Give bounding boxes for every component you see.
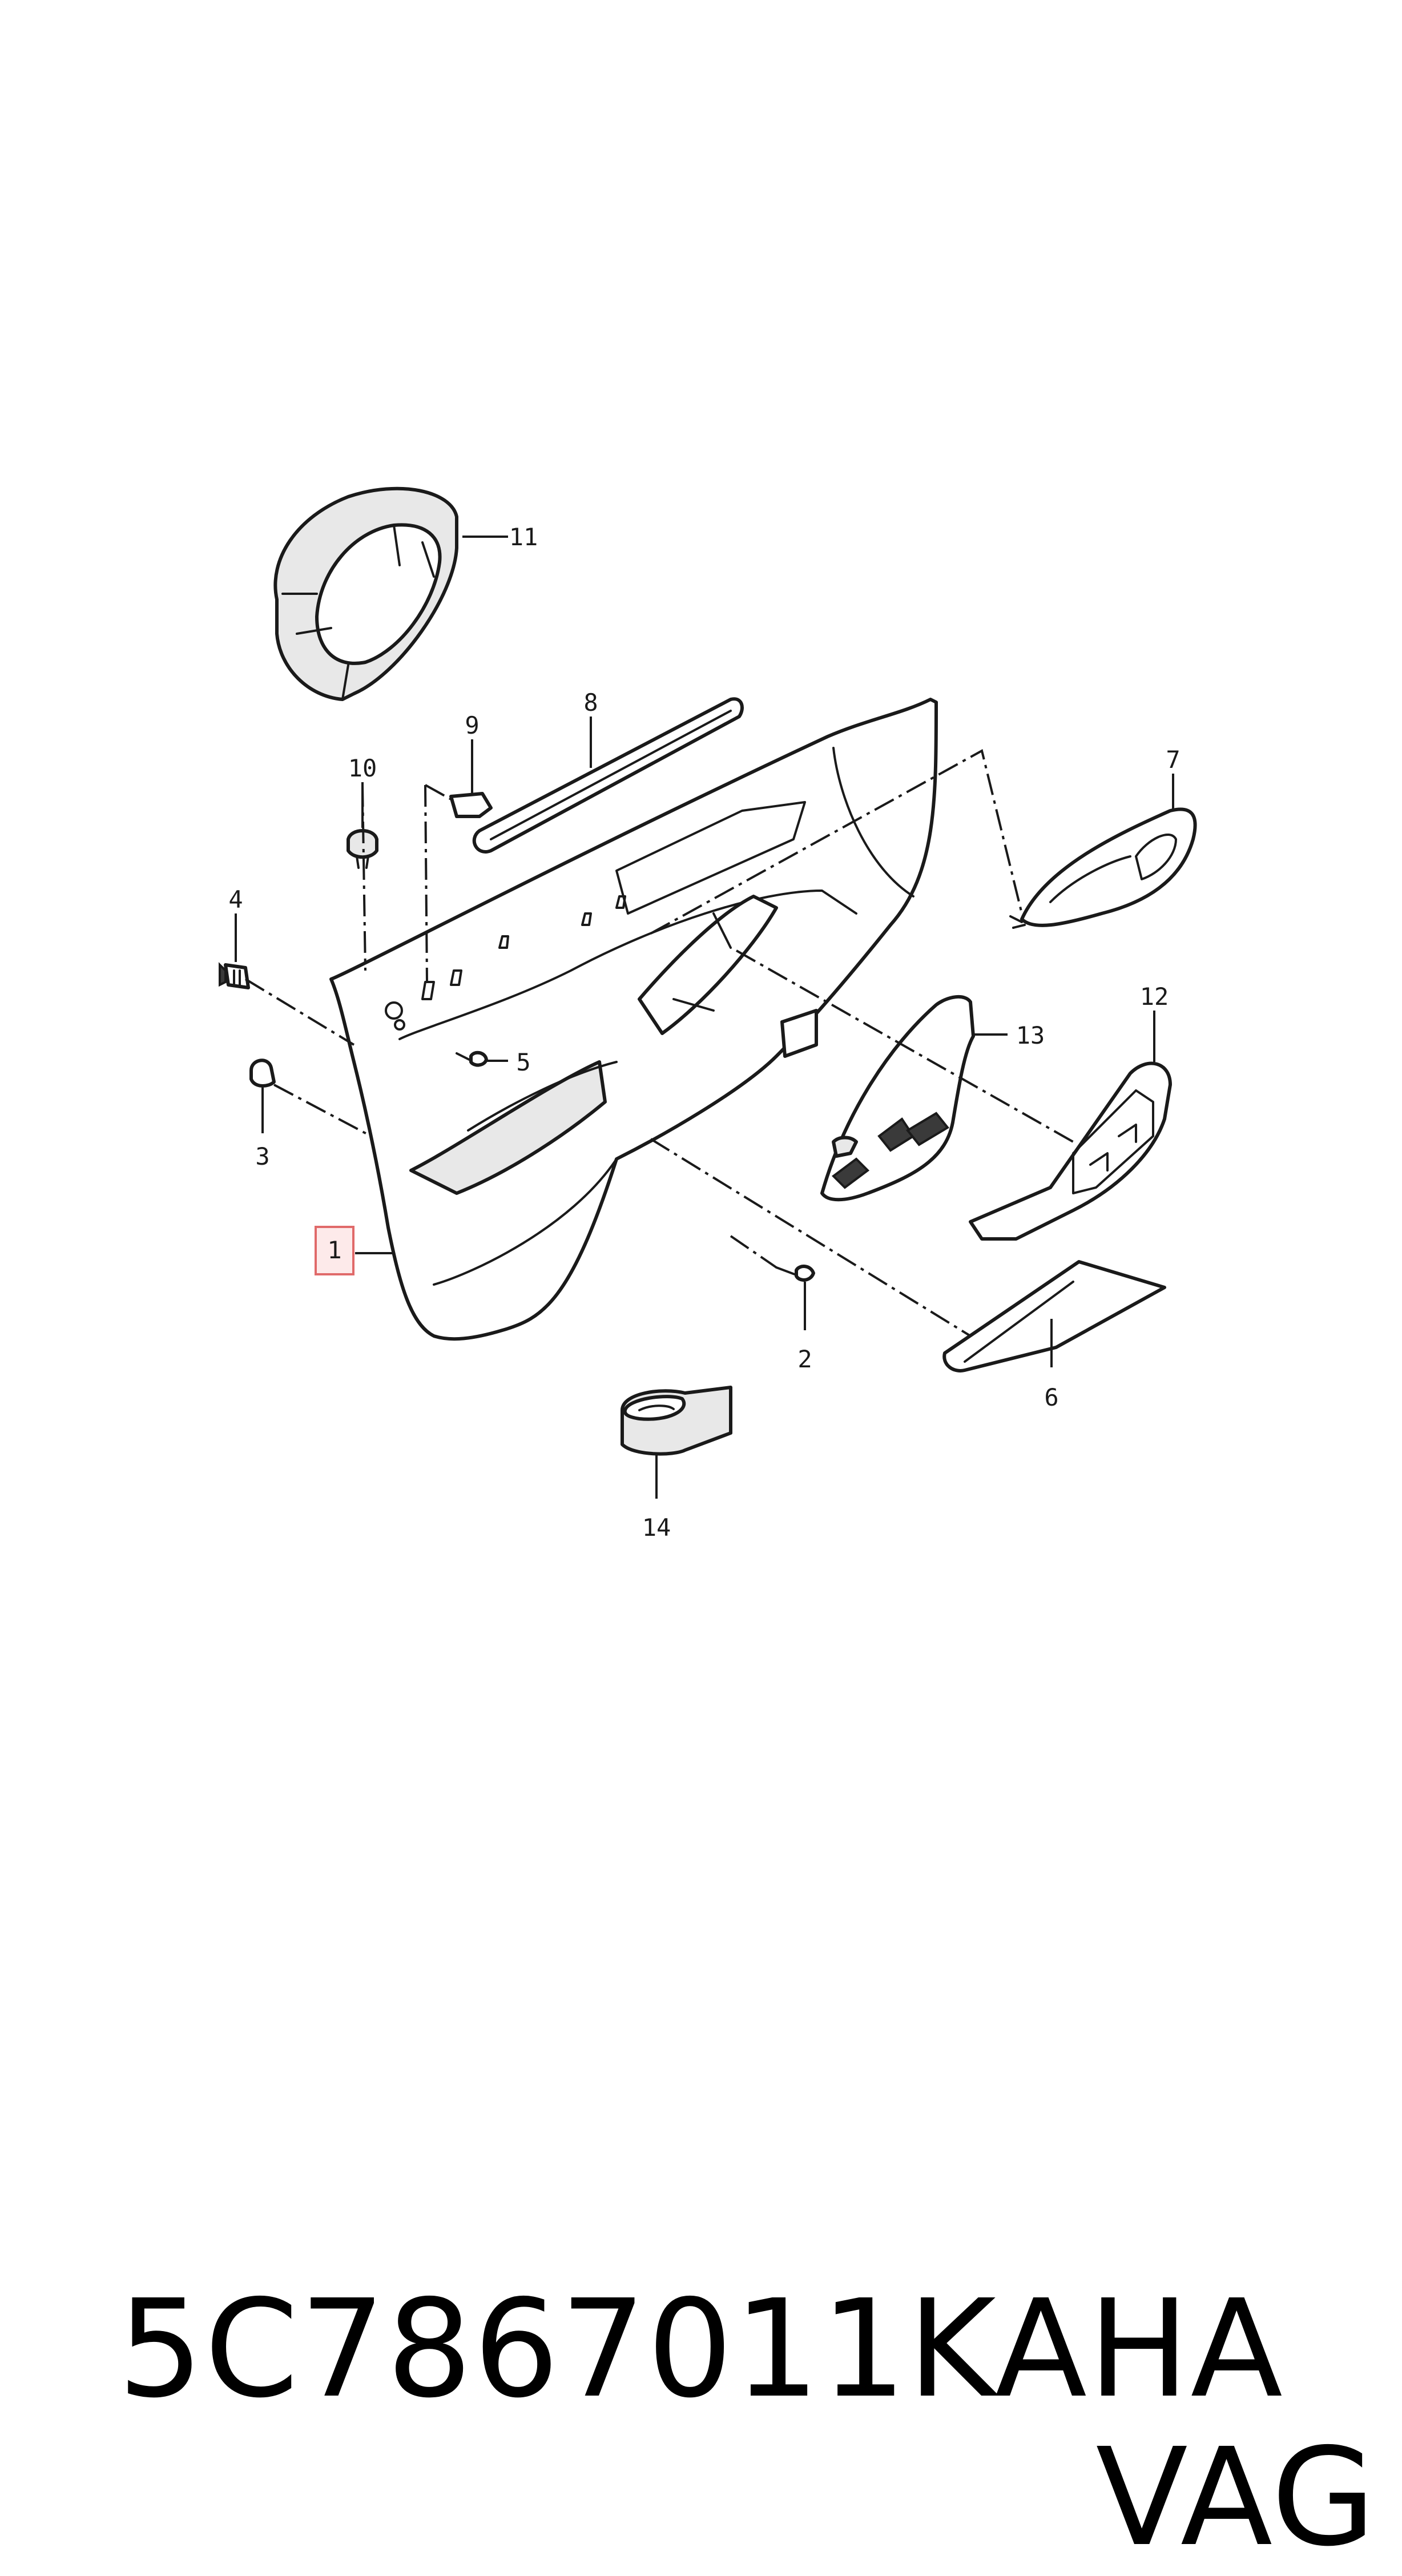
part-5-screw bbox=[456, 1050, 488, 1067]
part-number: 5C7867011KAHA bbox=[118, 2271, 1284, 2428]
callout-1: 1 bbox=[327, 1236, 341, 1264]
callout-1-highlight-box bbox=[315, 1226, 354, 1275]
callout-10: 10 bbox=[348, 754, 377, 782]
part-number-caption: 5C7867011KAHA VAG bbox=[30, 2127, 1377, 2572]
part-14-tape-roll bbox=[621, 1386, 732, 1456]
part-10-push-rivet bbox=[347, 829, 378, 869]
callout-13: 13 bbox=[1016, 1021, 1045, 1049]
callout-12: 12 bbox=[1140, 983, 1169, 1011]
callout-2: 2 bbox=[797, 1345, 812, 1373]
part-13-switch-bezel bbox=[820, 995, 975, 1202]
part-6-lower-trim-strip bbox=[942, 1260, 1166, 1372]
part-8-upper-trim-strip bbox=[472, 697, 744, 854]
callout-9: 9 bbox=[465, 711, 479, 739]
exploded-parts-diagram: 1 2 3 4 5 6 7 8 9 10 11 12 13 14 bbox=[219, 486, 1197, 1541]
part-1-door-trim-panel bbox=[329, 698, 938, 1341]
part-2-screw bbox=[775, 1265, 815, 1282]
assembly-lines bbox=[244, 748, 1074, 1337]
callout-5: 5 bbox=[516, 1048, 530, 1076]
part-4-fastener bbox=[219, 962, 250, 989]
callout-11: 11 bbox=[509, 523, 538, 551]
callout-6: 6 bbox=[1044, 1383, 1058, 1411]
part-3-clip bbox=[249, 1058, 276, 1088]
callout-3: 3 bbox=[255, 1142, 269, 1170]
part-12-switch-panel bbox=[969, 1061, 1172, 1241]
leader-lines bbox=[235, 536, 1174, 1499]
part-11-foam-ring bbox=[273, 486, 458, 701]
part-7-handle-insert bbox=[1009, 807, 1197, 929]
callout-7: 7 bbox=[1166, 746, 1180, 774]
part-9-clip bbox=[449, 792, 493, 818]
callout-8: 8 bbox=[583, 689, 598, 717]
brand-label: VAG bbox=[1095, 2419, 1377, 2576]
callout-14: 14 bbox=[642, 1514, 671, 1541]
callout-4: 4 bbox=[228, 886, 243, 913]
